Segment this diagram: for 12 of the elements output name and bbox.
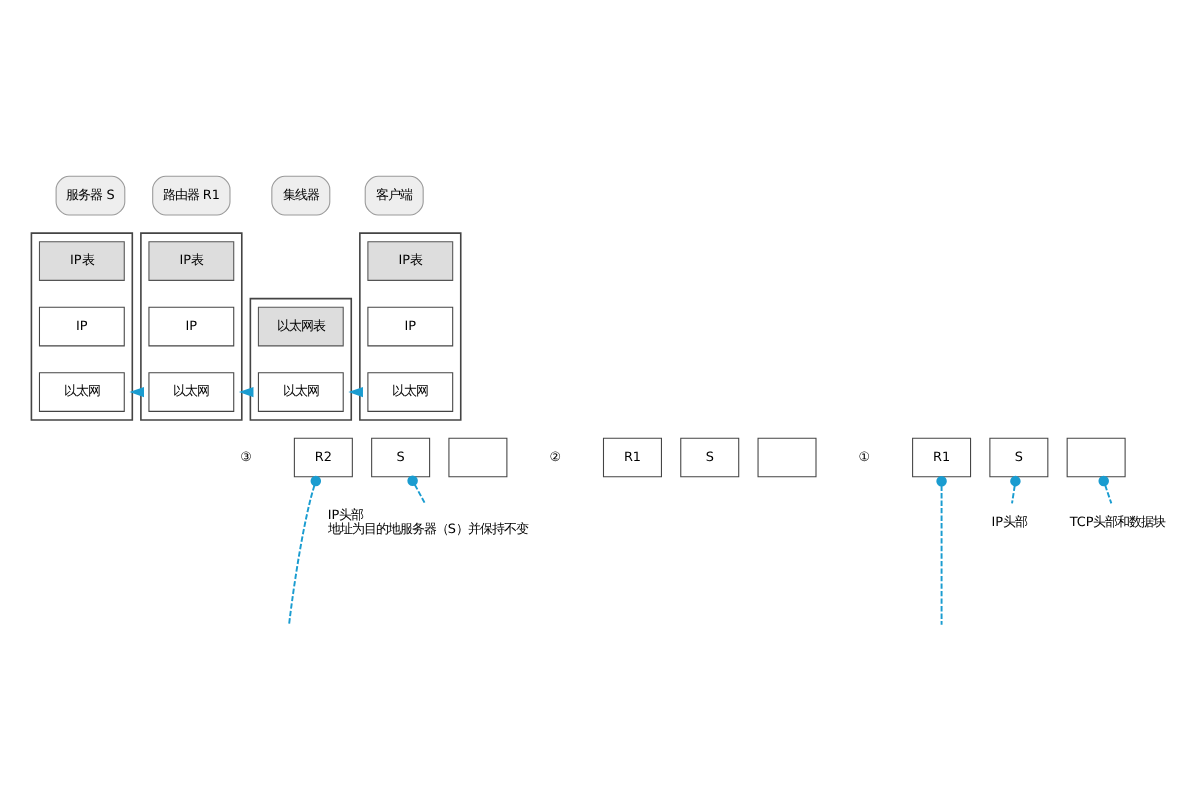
connector (407, 474, 426, 504)
node-box (448, 436, 508, 477)
connector (940, 483, 943, 625)
connector (288, 483, 316, 625)
cluster (249, 296, 353, 420)
connector (1098, 474, 1113, 504)
cluster (140, 231, 243, 420)
cluster (359, 231, 462, 420)
node-box (1066, 436, 1126, 477)
cluster (30, 231, 134, 420)
connector (1010, 474, 1021, 504)
node-box (757, 436, 817, 477)
